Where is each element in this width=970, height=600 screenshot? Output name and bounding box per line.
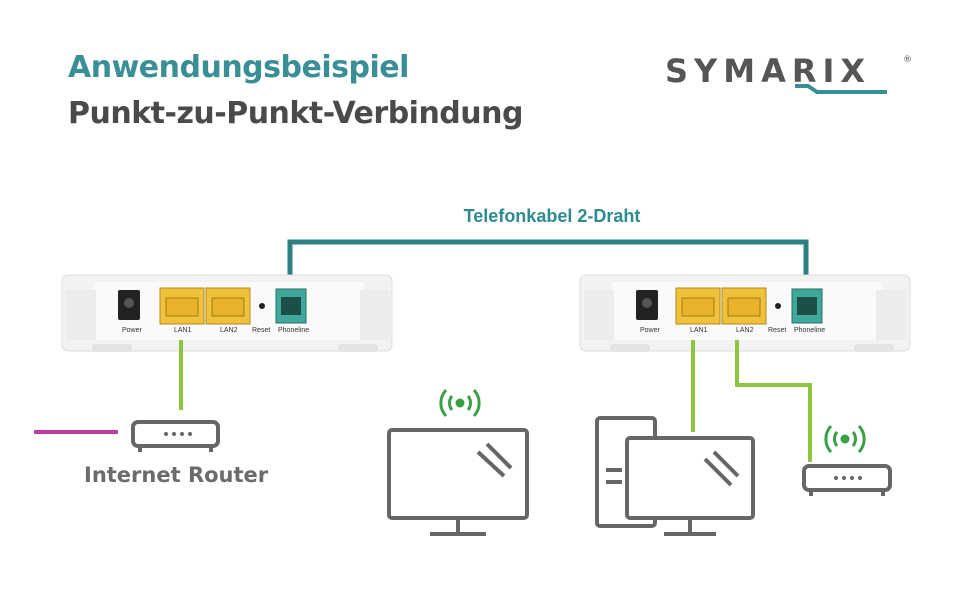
access-point-icon (802, 464, 892, 496)
device-left: Power LAN1 LAN2 Reset Phoneline (61, 274, 393, 352)
port-label-lan1: LAN1 (690, 327, 708, 334)
port-label-reset: Reset (252, 327, 270, 334)
port-label-phoneline: Phoneline (278, 327, 309, 334)
port-label-lan1: LAN1 (174, 327, 192, 334)
port-label-phoneline: Phoneline (794, 327, 825, 334)
port-label-reset: Reset (768, 327, 786, 334)
router-label: Internet Router (84, 463, 269, 487)
port-label-power: Power (122, 327, 143, 334)
port-label-lan2: LAN2 (220, 327, 238, 334)
logo-wordmark: SYMARIX (665, 52, 871, 90)
logo-registered: ® (903, 55, 912, 65)
wifi-icon (439, 388, 481, 418)
page-title: Anwendungsbeispiel (68, 50, 409, 85)
port-label-lan2: LAN2 (736, 327, 754, 334)
monitor-icon (387, 428, 529, 536)
phoneline-cable (287, 239, 809, 290)
cable-label: Telefonkabel 2-Draht (463, 206, 641, 226)
page-subtitle: Punkt-zu-Punkt-Verbindung (68, 96, 523, 131)
device-right: Power LAN1 LAN2 Reset Phoneline (579, 274, 911, 352)
wifi-icon-ap (824, 424, 866, 454)
internet-router-icon (131, 420, 220, 452)
desktop-pc-icon (595, 416, 755, 536)
lan-cable-ap (735, 340, 812, 462)
port-label-power: Power (640, 327, 661, 334)
